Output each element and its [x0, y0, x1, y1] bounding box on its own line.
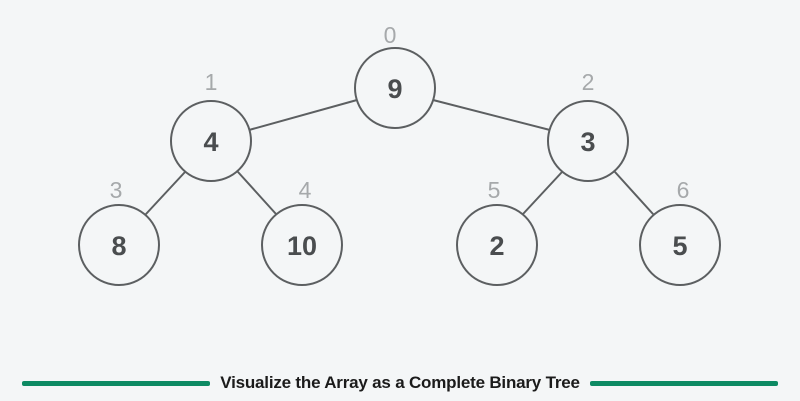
tree-node-2[interactable]: 32	[547, 69, 629, 182]
tree-node-0[interactable]: 90	[354, 22, 436, 129]
tree-node-index-4: 4	[299, 177, 312, 203]
tree-node-index-3: 3	[110, 177, 123, 203]
tree-node-circle-2[interactable]	[547, 100, 629, 182]
tree-node-circle-3[interactable]	[78, 204, 160, 286]
tree-node-value-2: 3	[580, 127, 595, 157]
caption-bar: Visualize the Array as a Complete Binary…	[0, 368, 800, 398]
tree-node-1[interactable]: 41	[170, 69, 252, 182]
tree-edge-1-3	[145, 171, 186, 215]
tree-node-value-0: 9	[387, 74, 402, 104]
tree-node-value-3: 8	[111, 231, 126, 261]
tree-node-value-4: 10	[287, 231, 317, 261]
tree-node-value-6: 5	[672, 231, 687, 261]
tree-edge-2-5	[522, 171, 563, 215]
tree-node-value-5: 2	[489, 231, 504, 261]
tree-edge-0-1	[248, 99, 358, 131]
tree-node-value-1: 4	[203, 127, 218, 157]
array-row: arr[] = 0123456 94381025	[0, 296, 800, 356]
tree-edge-1-4	[237, 171, 277, 215]
caption-rule-left	[22, 380, 211, 386]
tree-edge-2-6	[614, 171, 654, 215]
tree-node-3[interactable]: 83	[78, 177, 160, 286]
tree-node-index-2: 2	[582, 69, 595, 95]
tree-node-4[interactable]: 10 4	[261, 177, 343, 286]
tree-node-circle-1[interactable]	[170, 100, 252, 182]
tree-node-6[interactable]: 56	[639, 177, 721, 286]
tree-node-5[interactable]: 25	[456, 177, 538, 286]
tree-edge-0-2	[432, 99, 551, 131]
tree-node-circle-0[interactable]	[354, 47, 436, 129]
tree-node-index-5: 5	[488, 177, 501, 203]
tree-node-index-6: 6	[677, 177, 690, 203]
tree-node-circle-5[interactable]	[456, 204, 538, 286]
caption-rule-right	[589, 380, 778, 386]
caption-text: Visualize the Array as a Complete Binary…	[220, 373, 580, 392]
tree-node-circle-4[interactable]	[261, 204, 343, 286]
tree-edges	[145, 99, 654, 215]
tree-node-index-0: 0	[384, 22, 397, 48]
tree-node-index-1: 1	[205, 69, 218, 95]
tree-node-circle-6[interactable]	[639, 204, 721, 286]
